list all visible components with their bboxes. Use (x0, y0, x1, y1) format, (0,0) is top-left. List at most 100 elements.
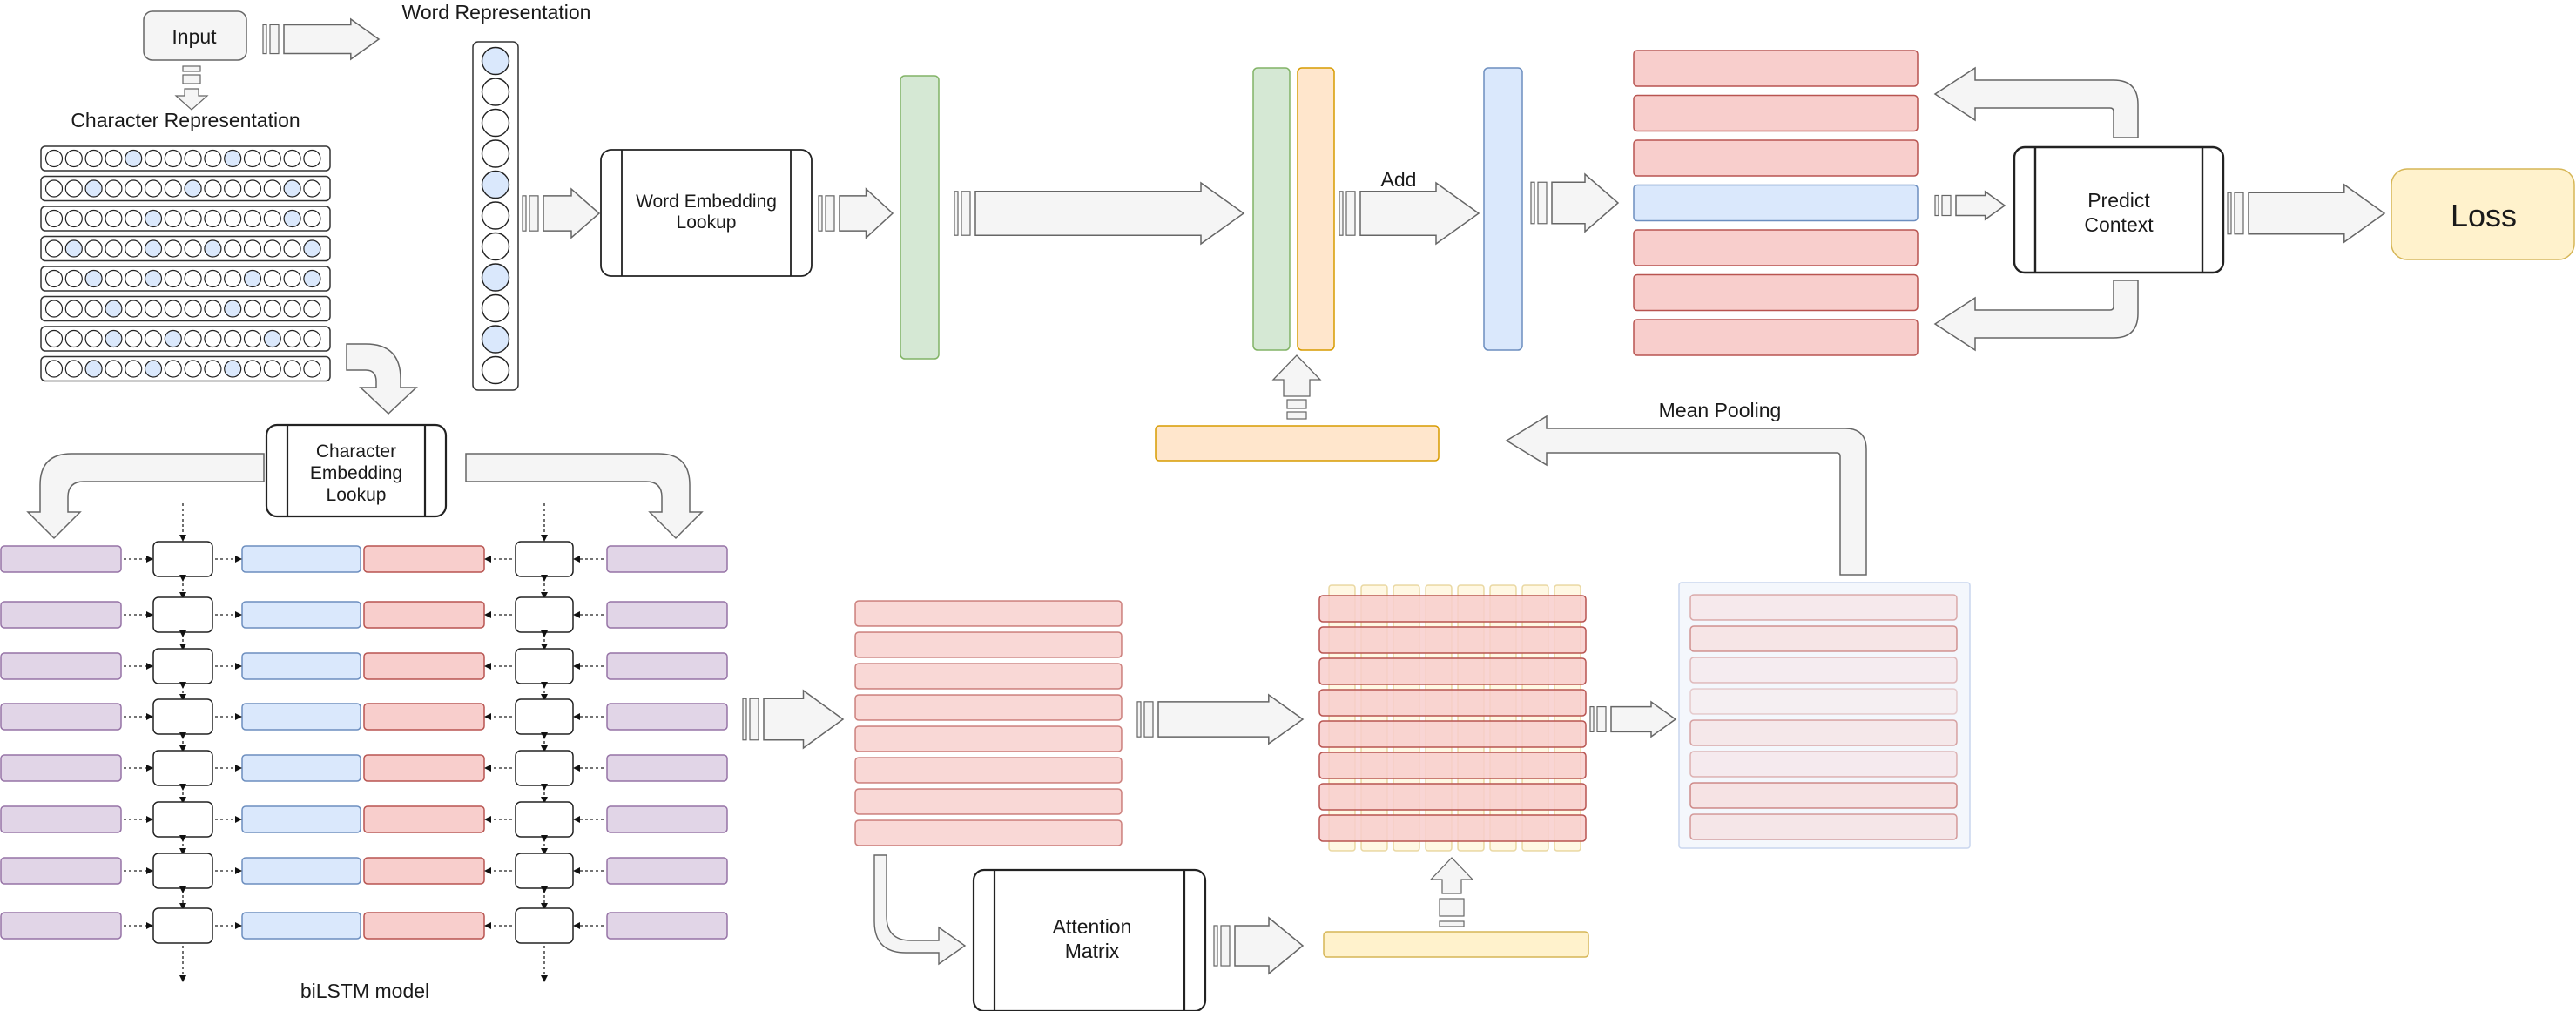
hidden-state-row (854, 631, 1123, 658)
bilstm-cell-backward (515, 698, 574, 735)
bilstm-cell-forward (152, 853, 213, 889)
attention-matrix-label-line2: Matrix (1065, 940, 1120, 962)
pooled-row (1689, 751, 1958, 778)
input-to-word-arrow-tail-a (262, 24, 267, 55)
char-cell (303, 329, 321, 348)
weighted-state-row (1318, 595, 1587, 623)
char-cell (263, 239, 281, 258)
char-cell (263, 360, 281, 378)
char-cell (84, 209, 103, 228)
char-cell (164, 329, 182, 348)
char-cell (64, 209, 83, 228)
char-cell (84, 329, 103, 348)
weighted-state-row (1318, 783, 1587, 811)
attention-weights-vector (1323, 931, 1589, 958)
input-down-arrow (174, 88, 209, 111)
char-cell (125, 149, 143, 168)
bilstm-backward-state (363, 652, 485, 680)
char-cell (224, 149, 242, 168)
pooled-panel (1678, 582, 1971, 849)
char-cell (64, 179, 83, 198)
predict-context-box (2013, 145, 2225, 274)
bilstm-cell-forward (152, 596, 213, 633)
bilstm-input-left (0, 857, 122, 885)
weighted-to-pooled-arrow (1610, 700, 1677, 738)
char-cell (125, 269, 143, 288)
char-cell (164, 269, 182, 288)
attention-weight-column (1489, 584, 1517, 852)
weights-up-tail-b (1439, 898, 1465, 917)
word-embedding-lookup-label-line2: Lookup (677, 212, 737, 233)
bilstm-forward-state (241, 601, 361, 629)
bilstm-cell-backward (515, 541, 574, 577)
bilstm-input-left (0, 912, 122, 940)
word-vector-cell (481, 170, 510, 199)
char-cell (105, 239, 123, 258)
char-cell (303, 239, 321, 258)
char-cell (144, 360, 163, 378)
hidden-state-row (854, 694, 1123, 721)
char-cell (303, 149, 321, 168)
input-down-tail-a (182, 65, 201, 72)
pooled-row (1689, 594, 1958, 621)
hidden-state-row (854, 788, 1123, 815)
char-cell (224, 239, 242, 258)
word-embedding-lookup-box (600, 149, 813, 277)
char-embedding-right-arrow (465, 453, 704, 540)
char-cell (125, 239, 143, 258)
predict-to-loss-arrow (2248, 183, 2386, 244)
char-cell (144, 209, 163, 228)
predict-to-loss-arrow-tail-b (2234, 192, 2244, 235)
hidden-to-weighted-arrow-tail-a (1136, 701, 1142, 738)
char-cell (105, 179, 123, 198)
context-bar (1633, 139, 1919, 177)
bilstm-cell-backward (515, 750, 574, 786)
bilstm-forward-state (241, 703, 361, 731)
char-cell (204, 179, 222, 198)
char-cell (44, 239, 64, 258)
word-vector-cell (481, 325, 510, 354)
word-representation-label: Word Representation (402, 1, 591, 24)
attention-matrix-label-line1: Attention (1053, 915, 1132, 938)
predict-return-arrow-top (1933, 66, 2139, 138)
pooled-row (1689, 813, 1958, 840)
char-cell (184, 269, 202, 288)
embedding-to-green-arrow-tail-a (818, 195, 823, 232)
char-cell (283, 239, 301, 258)
bilstm-input-left (0, 601, 122, 629)
char-cell (303, 300, 321, 318)
bilstm-input-right (606, 703, 728, 731)
char-cell (125, 300, 143, 318)
char-cell (144, 149, 163, 168)
char-cell (303, 360, 321, 378)
char-cell (144, 269, 163, 288)
char-cell (84, 239, 103, 258)
char-cell (243, 360, 262, 378)
bilstm-backward-state (363, 601, 485, 629)
char-cell (184, 149, 202, 168)
attention-weight-column (1360, 584, 1388, 852)
bilstm-forward-state (241, 912, 361, 940)
char-cell (44, 329, 64, 348)
bilstm-backward-state (363, 754, 485, 782)
green-to-concat-arrow (974, 181, 1245, 246)
char-cell (164, 360, 182, 378)
bilstm-model-label: biLSTM model (300, 980, 429, 1002)
char-cell (84, 179, 103, 198)
add-arrow-tail-b (1345, 191, 1356, 236)
summed-to-context-arrow-tail-b (1537, 181, 1548, 225)
char-cell (105, 360, 123, 378)
add-arrow-tail-a (1339, 191, 1344, 236)
char-cell (243, 329, 262, 348)
char-cell (64, 329, 83, 348)
word-vector-cell (481, 293, 510, 323)
bilstm-forward-state (241, 805, 361, 833)
weighted-state-row (1318, 752, 1587, 779)
char-cell (243, 149, 262, 168)
bilstm-cell-forward (152, 907, 213, 944)
char-cell (125, 179, 143, 198)
char-cell (125, 209, 143, 228)
char-cell (105, 209, 123, 228)
summed-vector (1483, 67, 1523, 351)
concat-green-vector (1252, 67, 1291, 351)
